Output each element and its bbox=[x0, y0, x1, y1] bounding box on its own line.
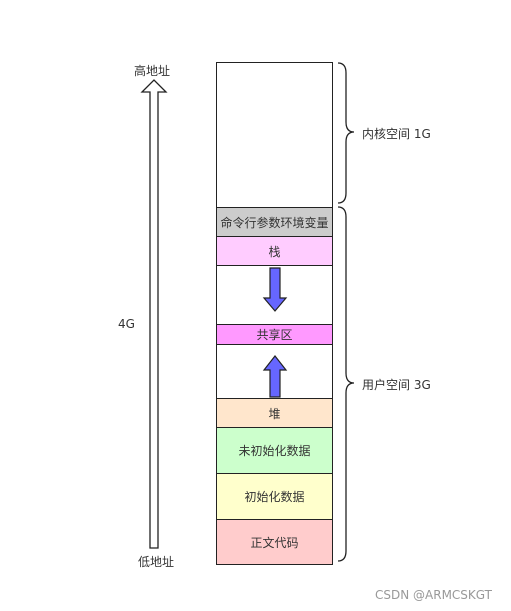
user-brace bbox=[337, 206, 355, 562]
high-address-label: 高地址 bbox=[134, 64, 171, 78]
stack-growth-gap bbox=[216, 265, 333, 324]
user-space-label: 用户空间 3G bbox=[362, 378, 431, 392]
data-segment: 初始化数据 bbox=[216, 473, 333, 519]
text-code-segment: 正文代码 bbox=[216, 519, 333, 565]
cmdline-env-segment: 命令行参数环境变量 bbox=[216, 207, 333, 236]
kernel-space-segment bbox=[216, 62, 333, 207]
stack-segment: 栈 bbox=[216, 236, 333, 265]
size-label: 4G bbox=[118, 317, 135, 331]
kernel-space-label: 内核空间 1G bbox=[362, 127, 431, 141]
low-address-label: 低地址 bbox=[138, 555, 175, 569]
shared-region-segment: 共享区 bbox=[216, 324, 333, 344]
address-axis-arrow bbox=[140, 79, 168, 549]
heap-growth-arrow bbox=[262, 355, 288, 398]
kernel-brace bbox=[337, 62, 355, 204]
watermark: CSDN @ARMCSKGT bbox=[375, 588, 492, 602]
stack-growth-arrow bbox=[262, 267, 288, 312]
bss-segment: 未初始化数据 bbox=[216, 427, 333, 473]
heap-segment: 堆 bbox=[216, 398, 333, 427]
heap-growth-gap bbox=[216, 344, 333, 398]
